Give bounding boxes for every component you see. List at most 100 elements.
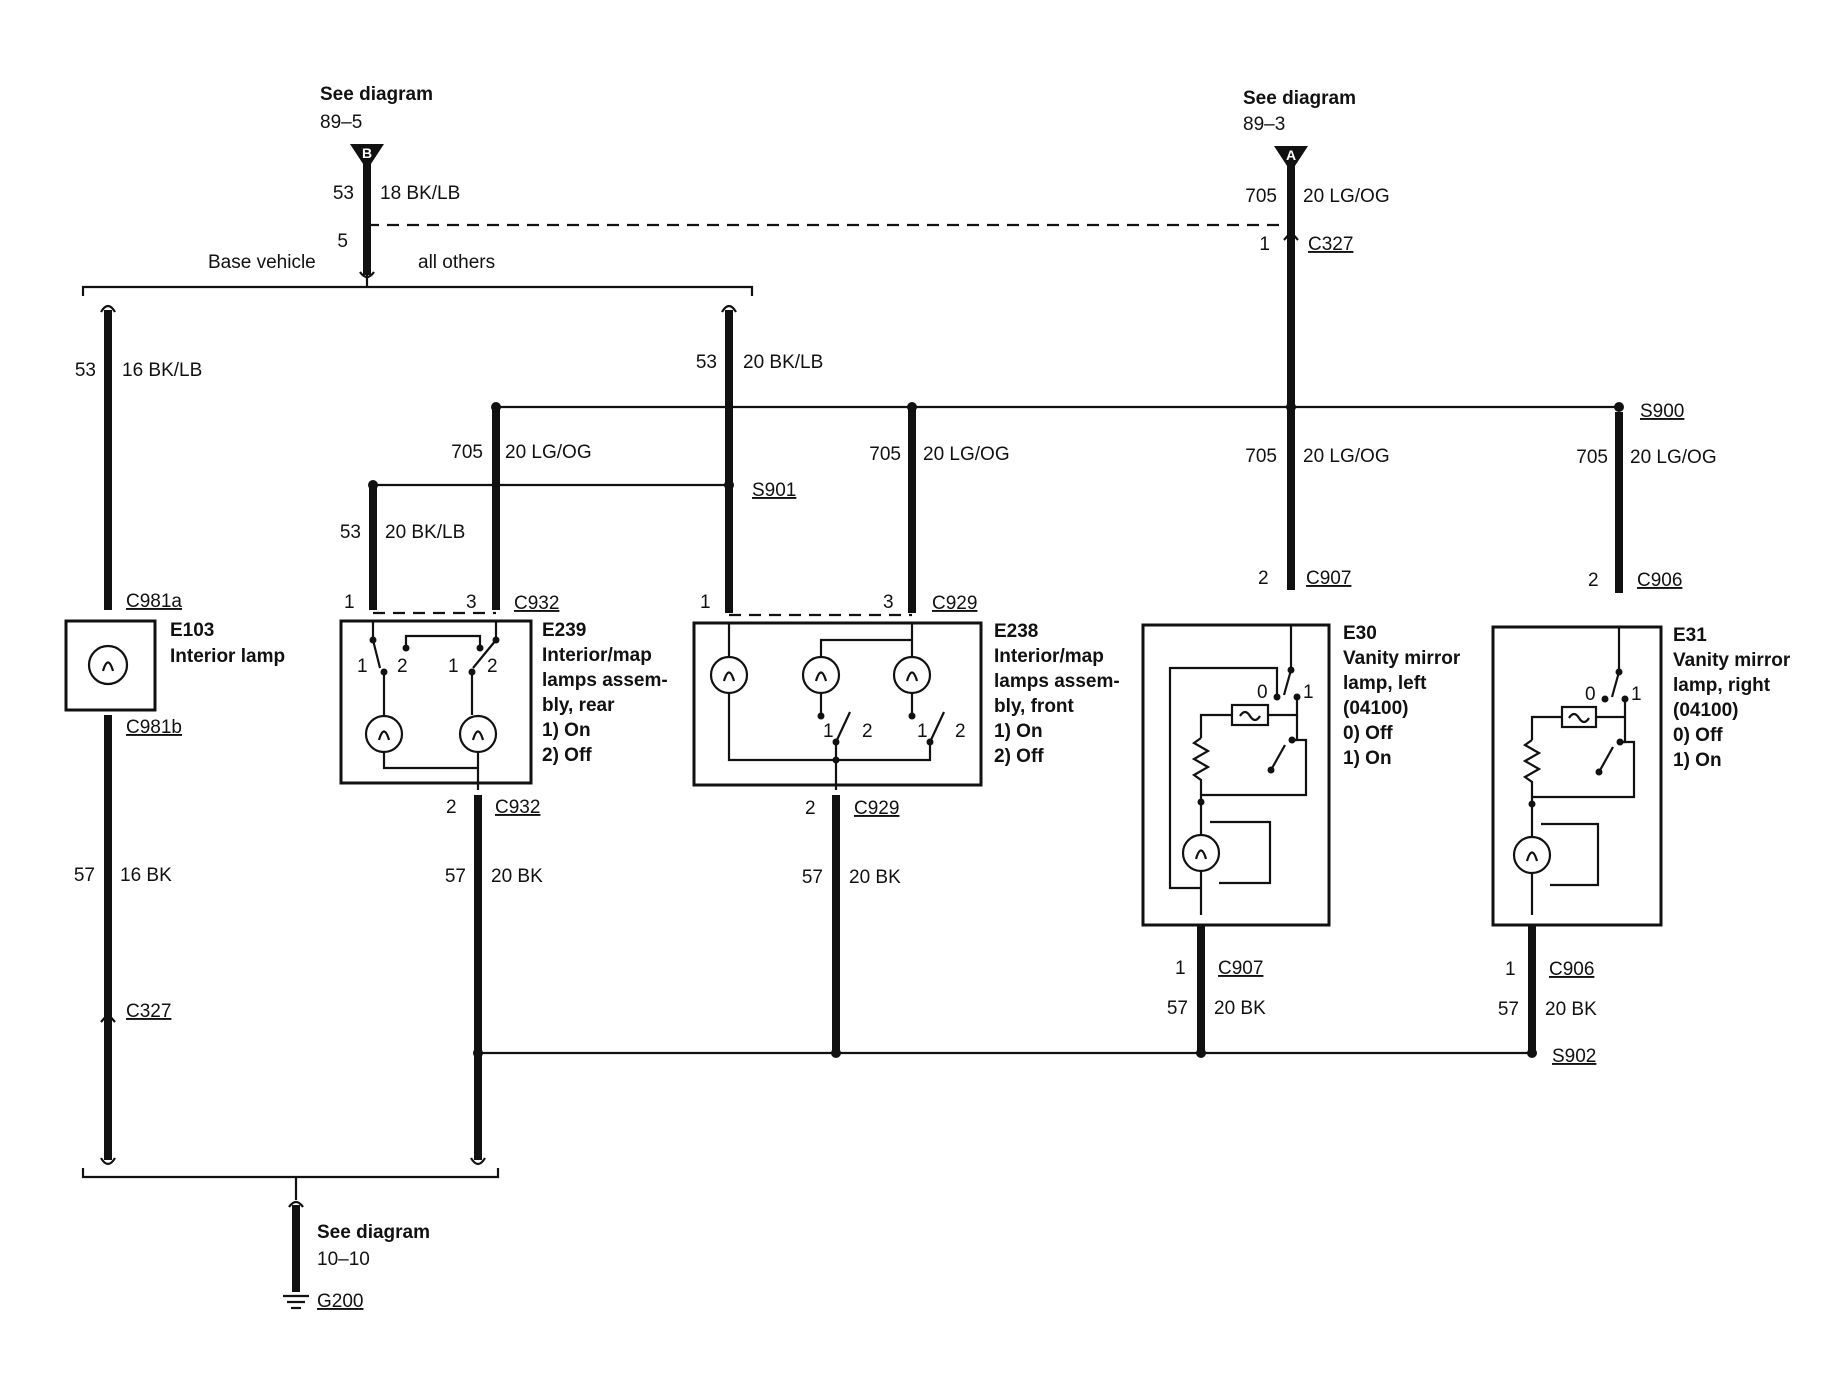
ref-b-triangle-icon [350,144,384,170]
pin-numbers: 1 3 1 3 2 2 2 2 1 1 [344,568,1599,980]
ref-a-text2: 89–3 [1243,114,1285,135]
wire-circuit: 705 [1245,446,1277,467]
option-base-vehicle: Base vehicle [208,252,316,273]
wire-spec: 20 BK [491,866,543,887]
switch-position: 1 [1631,684,1642,705]
wire-circuit: 53 [340,522,361,543]
e239-opt1: 1) On [542,720,591,741]
e239-line3: bly, rear [542,695,615,716]
ref-a[interactable]: A See diagram 89–3 [1243,88,1356,172]
resistor-icon [1522,739,1542,804]
e239-line1: Interior/map [542,645,652,666]
pin-number: 2 [1588,570,1599,591]
e31-opt0: 0) Off [1673,725,1723,746]
switch-position: 2 [397,656,408,677]
wire-spec: 20 LG/OG [923,444,1010,465]
wire-spec: 20 LG/OG [1630,447,1717,468]
wire-spec: 18 BK/LB [380,183,460,204]
e103-id: E103 [170,620,214,641]
wire-circuit: 53 [75,360,96,381]
pin-number: 2 [805,798,816,819]
wire-circuit: 57 [802,867,823,888]
connector-id: C327 [126,1001,171,1022]
ground-text1: See diagram [317,1222,430,1243]
e30-opt0: 0) Off [1343,723,1393,744]
wire-spec: 20 BK/LB [385,522,465,543]
e238-line3: bly, front [994,696,1075,717]
e30-line2: lamp, left [1343,673,1427,694]
wire-labels: 53 18 BK/LB 5 705 20 LG/OG 1 53 16 BK/LB… [74,183,1717,1020]
wire-spec: 20 LG/OG [505,442,592,463]
connector-id: C906 [1549,959,1594,980]
e239-line2: lamps assem- [542,670,668,691]
e31-housing [1491,625,1663,927]
pin-number: 2 [446,797,457,818]
ref-b[interactable]: B See diagram 89–5 [320,84,433,170]
option-all-others: all others [418,252,495,273]
wire-circuit: 53 [333,183,354,204]
pin-number: 1 [1175,958,1186,979]
pin-number: 1 [344,592,355,613]
connector-id: C981b [126,717,182,738]
wire-circuit: 57 [445,866,466,887]
connector-id: C907 [1218,958,1263,979]
switch-position: 1 [823,721,834,742]
wire-circuit: 57 [1498,999,1519,1020]
e31-code: (04100) [1673,700,1739,721]
e239-opt2: 2) Off [542,745,592,766]
e30-housing [1141,623,1331,927]
component-e238[interactable]: 1 2 1 2 E238 Interior/map lamps assem- b… [692,621,1120,790]
pin-number: 1 [700,592,711,613]
e238-opt2: 2) Off [994,746,1044,767]
ground-icon [283,1294,309,1310]
connector-id: C929 [854,798,899,819]
switch-position: 2 [487,656,498,677]
thin-wires [81,223,1619,1200]
e30-code: (04100) [1343,698,1409,719]
switch-position: 1 [448,656,459,677]
component-e30[interactable]: 0 1 E30 Vanity mirror lamp, left (04100)… [1141,623,1461,927]
switch-position: 0 [1257,682,1268,703]
e238-id: E238 [994,621,1038,642]
splice-id: S901 [752,480,796,501]
lamp-icon [1181,833,1221,873]
ground-text2: 10–10 [317,1249,370,1270]
connector-ids: C327 S900 S901 C907 C906 C981a C981b C93… [126,234,1684,1067]
component-e239[interactable]: 1 2 1 2 E239 Interior/map lamps assem- b… [339,619,668,790]
ground-ref[interactable]: See diagram 10–10 G200 [283,1222,430,1312]
connector-id: C327 [1308,234,1353,255]
switch-position: 1 [1303,682,1314,703]
wire-circuit: 705 [1576,447,1608,468]
wire-circuit: 705 [869,444,901,465]
wire-circuit: 1 [1259,234,1270,255]
wire-spec: 16 BK [120,865,172,886]
lamp-icon [87,644,129,686]
e31-id: E31 [1673,625,1707,646]
wire-spec: 20 LG/OG [1303,186,1390,207]
splice-id: S902 [1552,1046,1596,1067]
lamp-icon [1512,835,1552,875]
e103-name: Interior lamp [170,646,285,667]
wire-spec: 20 BK/LB [743,352,823,373]
ref-b-letter: B [362,145,372,161]
connector-id: C932 [514,593,559,614]
e239-housing [339,619,533,785]
lamp-icon [458,714,498,754]
component-e103[interactable]: E103 Interior lamp [64,619,285,712]
component-e31[interactable]: 0 1 E31 Vanity mirror lamp, right (04100… [1491,625,1791,927]
connector-marks [100,230,1299,1208]
e239-id: E239 [542,620,586,641]
wire-circuit: 57 [1167,998,1188,1019]
splice-id: S900 [1640,401,1684,422]
wire-circuit: 57 [74,865,95,886]
connector-id: C981a [126,591,182,612]
switch-position: 2 [862,721,873,742]
switch-position: 1 [357,656,368,677]
ground-id: G200 [317,1291,363,1312]
lamp-icon [892,655,932,695]
pin-number: 3 [466,592,477,613]
e238-opt1: 1) On [994,721,1043,742]
connector-id: C932 [495,797,540,818]
e103-housing [64,619,157,712]
